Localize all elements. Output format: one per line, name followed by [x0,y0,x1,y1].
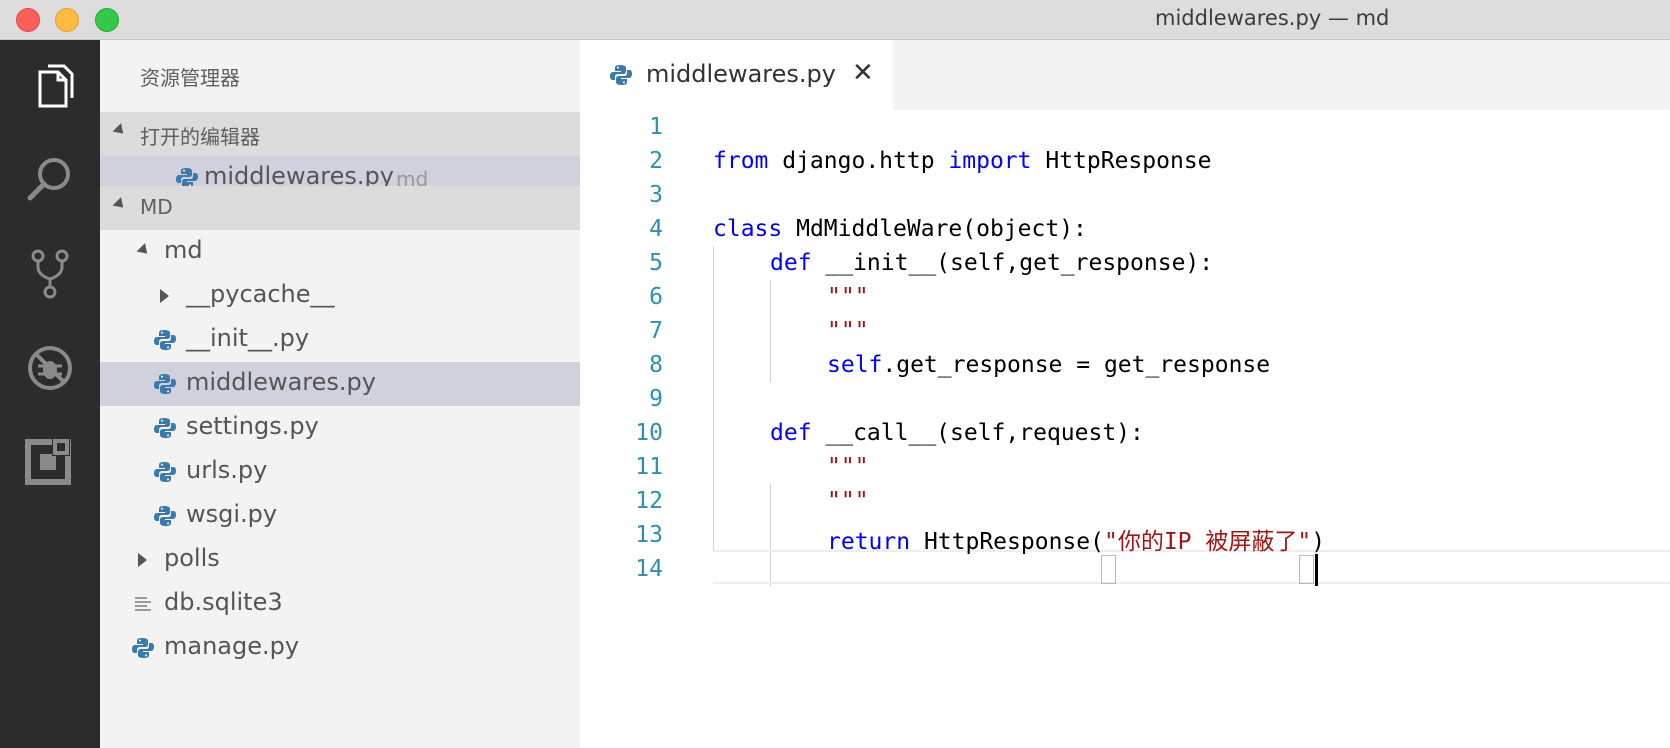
open-editor-filename: middlewares.py [204,162,394,190]
code-line-5[interactable]: def __init__(self,get_response): [770,250,1214,276]
tree-file-label: settings.py [186,412,319,440]
code-line-11[interactable]: """ [827,454,869,480]
python-file-icon [610,64,632,86]
line-number: 12 [635,488,663,514]
python-file-icon [154,373,176,395]
tree-file-settings[interactable]: settings.py [100,406,580,450]
tree-folder-label: polls [164,544,220,572]
indent-guide [770,280,771,382]
python-file-icon [176,167,198,189]
python-file-icon [132,637,154,659]
code-line-8[interactable]: self.get_response = get_response [827,352,1271,378]
tree-file-manage[interactable]: manage.py [100,626,580,670]
tree-file-init[interactable]: __init__.py [100,318,580,362]
tree-folder-label: __pycache__ [186,280,335,308]
line-number: 6 [649,284,663,310]
close-icon[interactable]: ✕ [852,58,874,88]
tree-file-label: wsgi.py [186,500,278,528]
line-number: 8 [649,352,663,378]
code-line-6[interactable]: """ [827,284,869,310]
chevron-down-icon [112,123,128,138]
bracket-match-open [1101,555,1116,584]
line-number: 2 [649,148,663,174]
current-line-highlight [713,550,1670,584]
tree-folder-label: md [164,236,203,264]
activity-bar [0,40,100,748]
editor-area: middlewares.py ✕ 1 2 3 4 5 6 7 8 9 10 11… [580,40,1670,748]
line-number: 7 [649,318,663,344]
open-editors-header[interactable]: 打开的编辑器 [100,112,580,156]
chevron-right-icon [160,289,169,303]
code-line-4[interactable]: class MdMiddleWare(object): [713,216,1087,242]
explorer-sidebar: 资源管理器 打开的编辑器 middlewares.py md MD md __p… [100,40,580,748]
tab-bar: middlewares.py ✕ [580,40,1670,110]
text-cursor [1315,554,1318,586]
search-icon[interactable] [22,152,78,208]
code-line-10[interactable]: def __call__(self,request): [770,420,1144,446]
tree-file-label: db.sqlite3 [164,588,283,616]
files-icon[interactable] [22,58,78,114]
tree-folder-polls[interactable]: polls [100,538,580,582]
line-number: 10 [635,420,663,446]
line-number: 14 [635,556,663,582]
indent-guide [770,484,771,586]
code-line-2[interactable]: from django.http import HttpResponse [713,148,1212,174]
python-file-icon [154,505,176,527]
open-editors-label: 打开的编辑器 [140,125,260,149]
explorer-title: 资源管理器 [140,66,240,90]
tree-file-label: manage.py [164,632,300,660]
tree-file-db[interactable]: db.sqlite3 [100,582,580,626]
code-line-13[interactable]: return HttpResponse("你的IP 被屏蔽了") [827,529,1326,555]
tree-file-label: urls.py [186,456,268,484]
chevron-down-icon [112,197,128,212]
debug-icon[interactable] [22,340,78,396]
close-window-button[interactable] [16,8,40,32]
chevron-right-icon [138,553,147,567]
tree-folder-pycache[interactable]: __pycache__ [100,274,580,318]
tree-file-urls[interactable]: urls.py [100,450,580,494]
tree-file-middlewares[interactable]: middlewares.py [100,362,580,406]
chevron-down-icon [136,243,152,258]
maximize-window-button[interactable] [95,8,119,32]
line-number: 9 [649,386,663,412]
workspace-header[interactable]: MD [100,186,580,230]
workspace-label: MD [140,195,173,219]
code-line-7[interactable]: """ [827,318,869,344]
title-bar: middlewares.py — md [0,0,1670,40]
window-title: middlewares.py — md [1155,6,1390,30]
line-number: 3 [649,182,663,208]
python-file-icon [154,329,176,351]
tree-file-label: __init__.py [186,324,310,352]
line-number: 1 [649,114,663,140]
tab-label: middlewares.py [646,60,836,88]
text-file-icon [134,595,152,613]
python-file-icon [154,417,176,439]
python-file-icon [154,461,176,483]
line-number: 5 [649,250,663,276]
line-number: 13 [635,522,663,548]
minimize-window-button[interactable] [55,8,79,32]
indent-guide [713,246,714,550]
tree-folder-md[interactable]: md [100,230,580,274]
bracket-match-close [1299,555,1314,584]
tree-file-label: middlewares.py [186,368,376,396]
tree-file-wsgi[interactable]: wsgi.py [100,494,580,538]
extensions-icon[interactable] [22,434,78,490]
tab-middlewares[interactable]: middlewares.py ✕ [580,40,893,110]
line-number: 11 [635,454,663,480]
line-number: 4 [649,216,663,242]
code-line-12[interactable]: """ [827,488,869,514]
source-control-icon[interactable] [22,246,78,302]
